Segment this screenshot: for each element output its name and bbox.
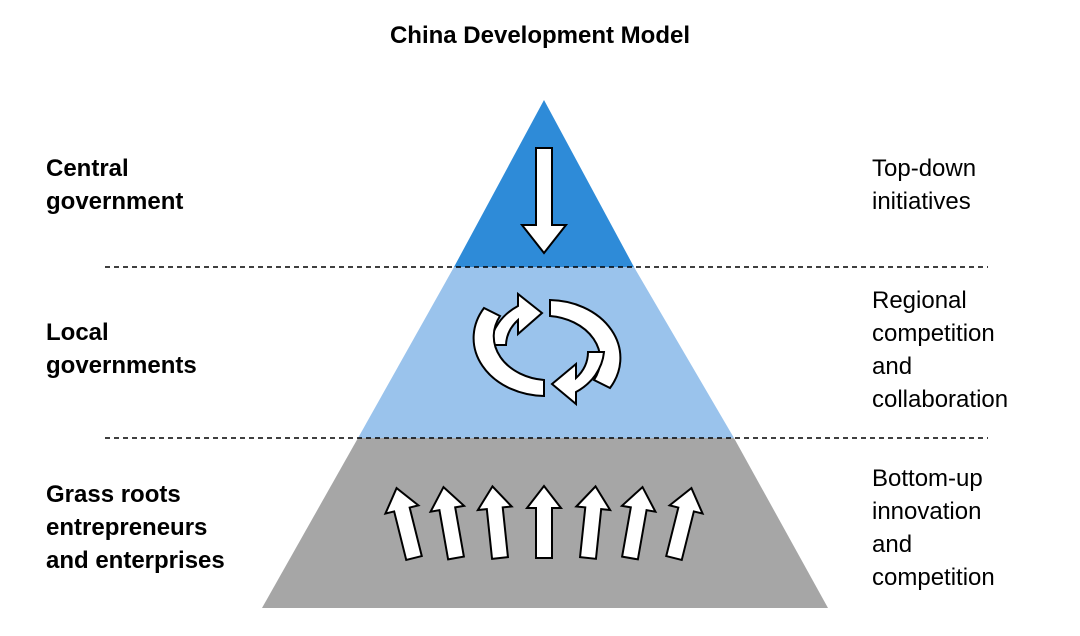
up-arrow-4 <box>524 484 564 559</box>
diagram-title: China Development Model <box>389 22 691 49</box>
pyramid-tier-middle <box>358 267 734 438</box>
right-label-middle-line-4: collaboration <box>872 386 1009 413</box>
left-label-bottom: Grass roots entrepreneurs and enterprise… <box>46 478 225 577</box>
right-label-bottom: Bottom-up innovation and competition <box>872 462 995 594</box>
up-arrow-5 <box>574 484 613 560</box>
right-label-top: Top-down initiatives <box>872 152 976 218</box>
right-label-top-line-1: Top-down <box>872 155 977 182</box>
left-label-middle: Local governments <box>46 316 197 382</box>
up-arrows-icon <box>383 484 705 562</box>
right-label-middle-line-1: Regional <box>872 287 967 314</box>
left-label-bottom-line-1: Grass roots <box>46 481 181 508</box>
right-label-bottom-line-2: innovation <box>872 498 982 525</box>
right-label-top-line-2: initiatives <box>872 188 971 215</box>
right-label-middle: Regional competition and collaboration <box>872 284 1008 416</box>
up-arrow-2 <box>428 485 467 561</box>
up-arrow-7 <box>665 486 705 562</box>
down-arrow-icon <box>519 147 569 255</box>
right-label-middle-line-2: competition <box>872 320 995 347</box>
left-label-middle-line-2: governments <box>46 352 197 379</box>
right-label-bottom-line-1: Bottom-up <box>872 465 983 492</box>
right-label-bottom-line-4: competition <box>872 564 995 591</box>
right-label-bottom-line-3: and <box>872 531 913 558</box>
left-label-middle-line-1: Local <box>46 319 109 346</box>
left-label-top-line-2: government <box>46 188 184 215</box>
up-arrow-6 <box>619 485 658 561</box>
up-arrow-3 <box>475 484 514 560</box>
left-label-top: Central government <box>46 152 183 218</box>
up-arrow-1 <box>383 486 423 562</box>
left-label-top-line-1: Central <box>46 155 129 182</box>
left-label-bottom-line-3: and enterprises <box>46 547 225 574</box>
cycle-arrows-icon <box>472 291 622 407</box>
right-label-middle-line-3: and <box>872 353 913 380</box>
left-label-bottom-line-2: entrepreneurs <box>46 514 208 541</box>
